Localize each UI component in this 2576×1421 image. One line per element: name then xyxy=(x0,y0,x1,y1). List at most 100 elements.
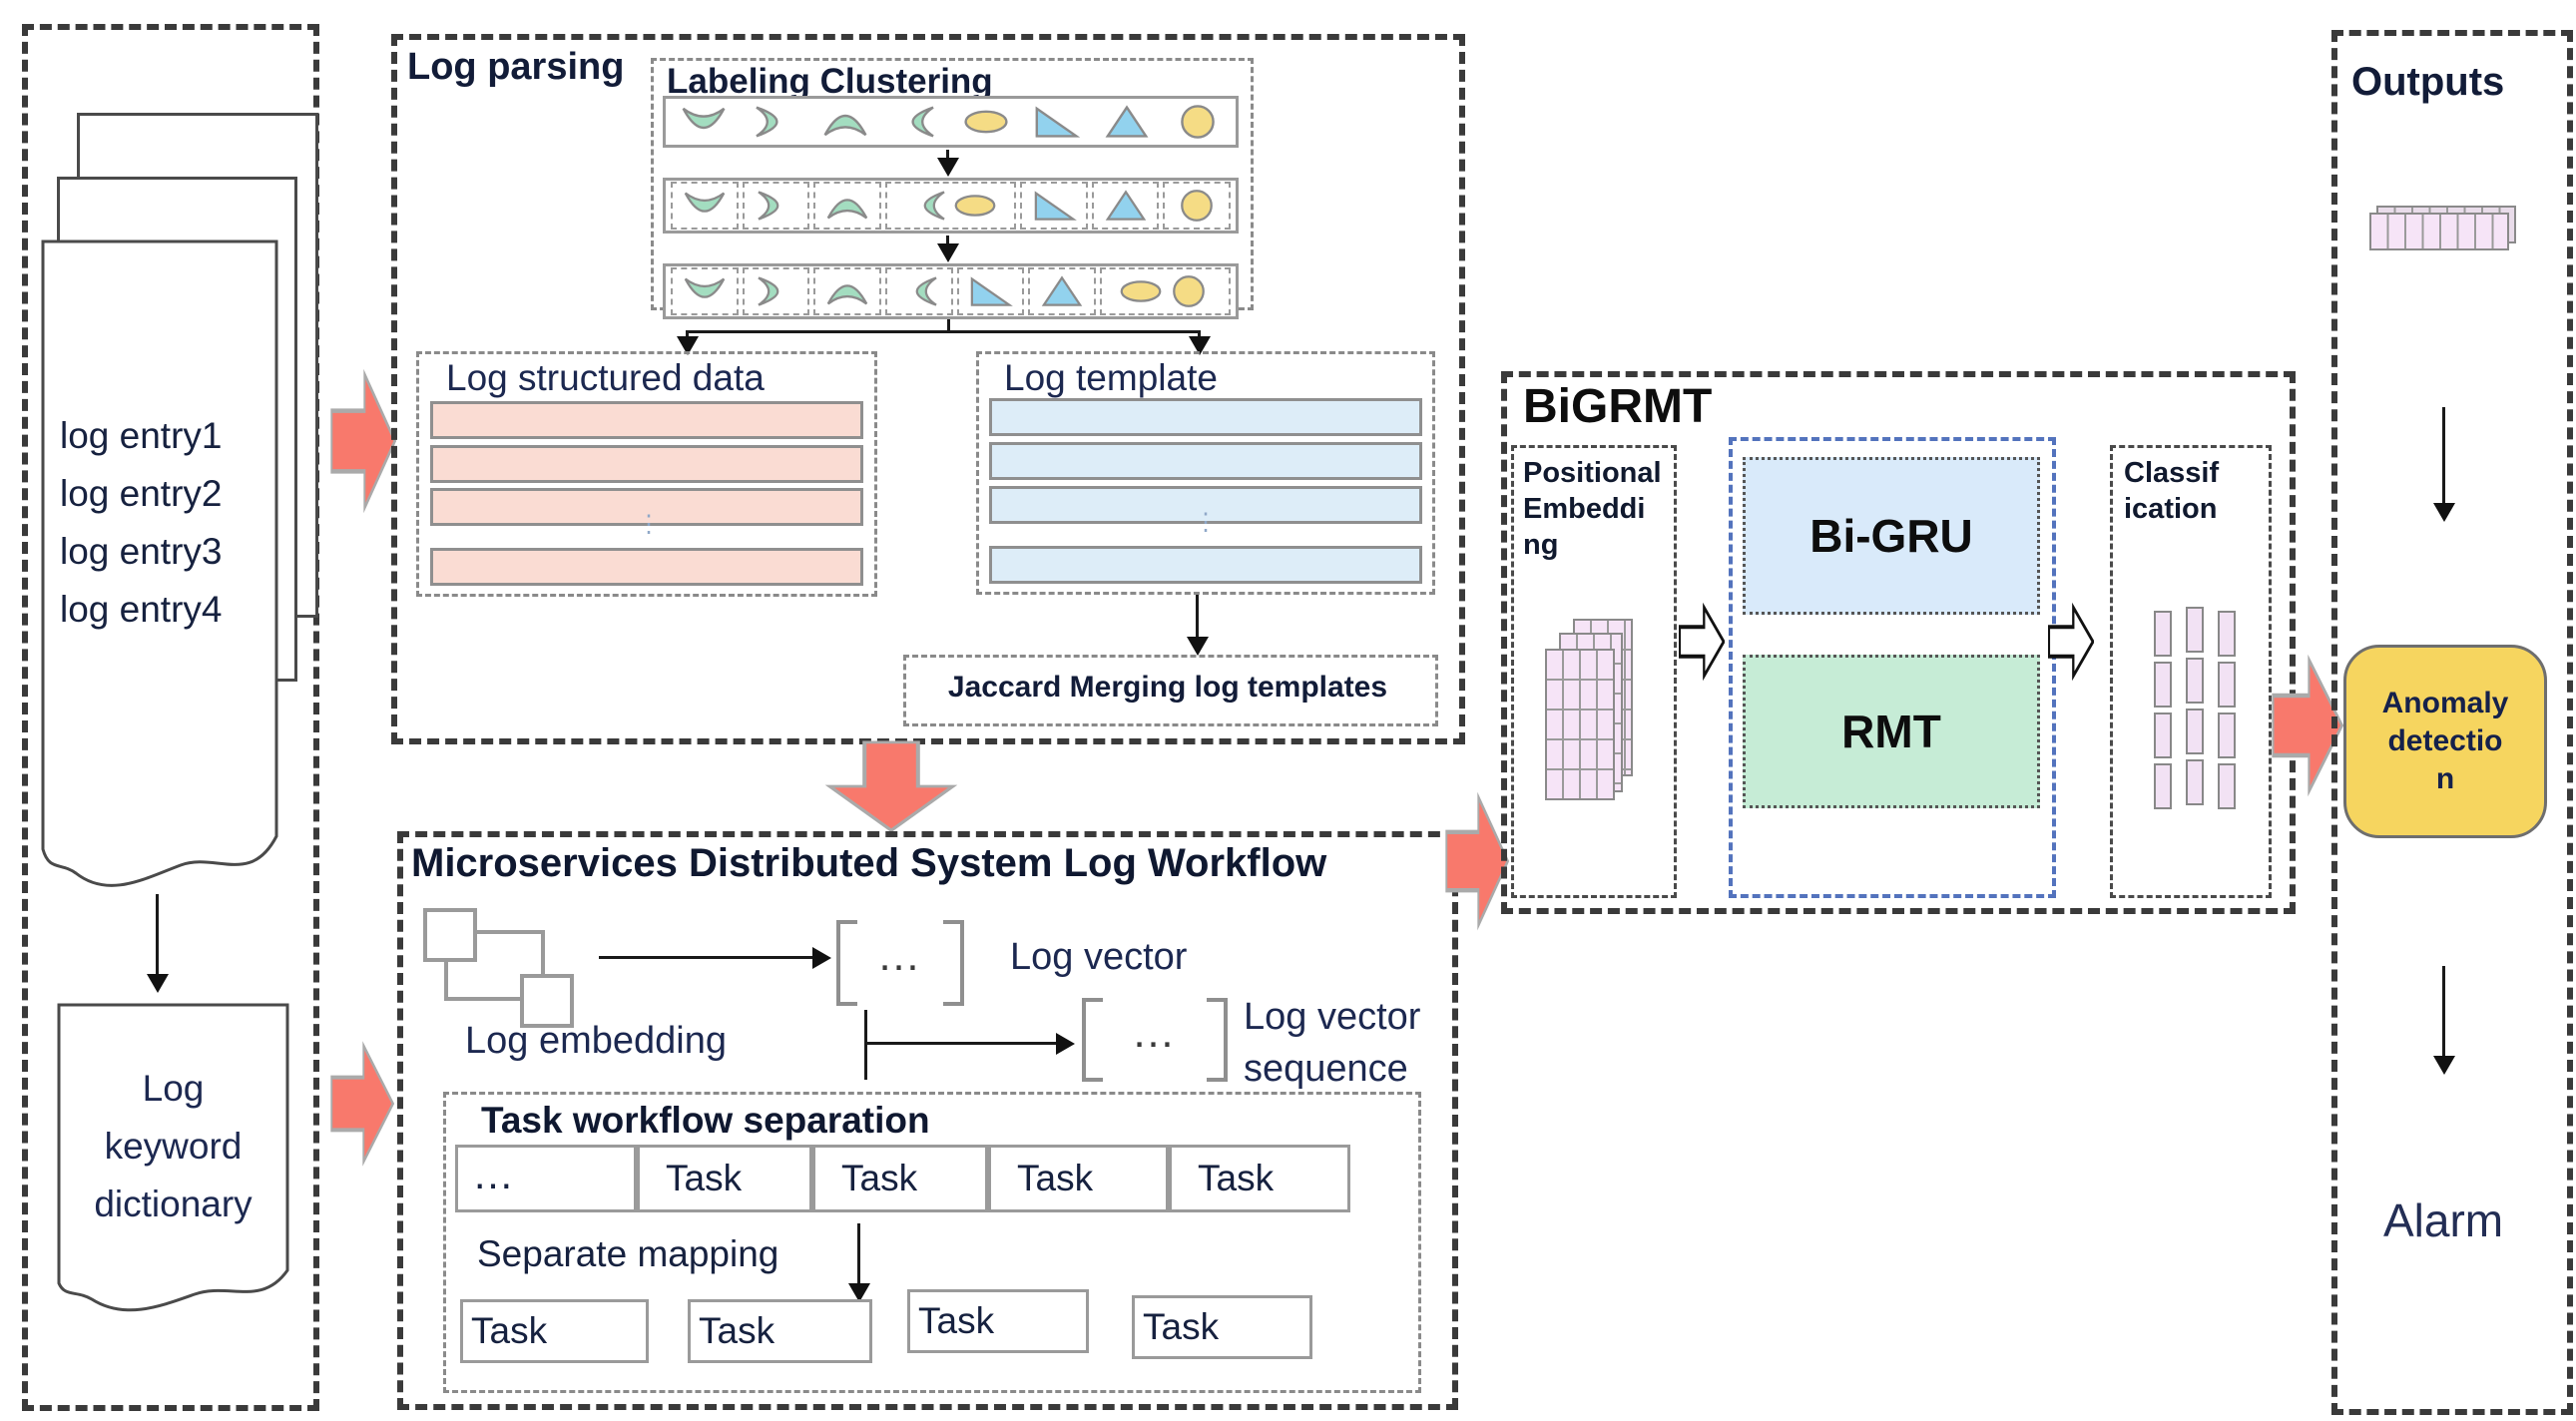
labeling-row-2 xyxy=(663,178,1239,234)
separated-task-box: Task xyxy=(1132,1295,1312,1359)
labeling-cell xyxy=(1163,182,1231,230)
task-cell: Task xyxy=(637,1145,812,1212)
crescent-open-up-icon xyxy=(682,189,728,223)
log-parsing-title: Log parsing xyxy=(407,46,625,88)
split-left-arrowhead-icon xyxy=(677,336,699,355)
classification-label: Classif ication xyxy=(2124,455,2219,527)
circle-icon xyxy=(1166,274,1212,308)
positional-line: Positional xyxy=(1523,457,1662,489)
positional-embedding-box xyxy=(1511,445,1677,898)
outputs-title: Outputs xyxy=(2351,60,2505,104)
output-vector-icon xyxy=(2369,213,2509,250)
triangle-icon xyxy=(1103,189,1149,223)
ellipse-icon xyxy=(961,104,1011,140)
template-row-bar xyxy=(989,398,1422,436)
labeling-arrowhead-icon xyxy=(937,243,959,262)
output-to-anomaly-line xyxy=(2442,407,2445,505)
ellipse-icon xyxy=(1118,274,1164,308)
log-parsing-panel xyxy=(391,34,1465,744)
labeling-arrowhead-icon xyxy=(937,158,959,177)
anomaly-line: detectio xyxy=(2387,724,2503,757)
separate-mapping-arrowhead-icon xyxy=(848,1283,870,1302)
log-keyword-dictionary-label: Log keyword dictionary xyxy=(57,1060,289,1233)
split-connector-stem xyxy=(947,319,950,333)
log-entry: log entry3 xyxy=(60,531,223,572)
structured-ellipsis: ⋮ xyxy=(637,511,661,538)
crescent-open-up-icon xyxy=(682,274,728,308)
log-vector-sequence-line2: sequence xyxy=(1244,1048,1408,1090)
red-arrow-logs-to-parsing-icon xyxy=(330,365,396,517)
split-connector-bar xyxy=(686,330,1200,333)
labeling-cell xyxy=(1099,267,1231,315)
template-ellipsis: ⋮ xyxy=(1194,509,1218,536)
template-row-bar xyxy=(989,442,1422,480)
classification-vector-icon xyxy=(2154,611,2172,809)
labeling-cell xyxy=(809,104,880,140)
labeling-cell xyxy=(884,267,953,315)
pages-to-dictionary-arrowhead-icon xyxy=(147,974,169,993)
workflow-title: Microservices Distributed System Log Wor… xyxy=(411,841,1327,885)
labeling-arrow-line xyxy=(946,150,949,160)
labeling-cell xyxy=(1092,104,1163,140)
circle-icon xyxy=(1173,104,1223,140)
bigrmt-panel xyxy=(1501,371,2296,914)
structured-row-bar xyxy=(430,445,863,483)
template-row-bar xyxy=(989,486,1422,524)
bracket-dots: … xyxy=(1131,1008,1179,1057)
alarm-label: Alarm xyxy=(2383,1194,2504,1246)
labeling-cell xyxy=(1021,104,1092,140)
structured-row-bar xyxy=(430,488,863,526)
right-triangle-icon xyxy=(967,274,1014,308)
rmt-box: RMT xyxy=(1743,655,2040,808)
squares-connector xyxy=(468,930,545,934)
positional-embedding-label: Positional Embeddi ng xyxy=(1523,455,1662,563)
crescent-open-down-icon xyxy=(824,274,870,308)
model-container-box xyxy=(1729,437,2056,898)
circle-icon xyxy=(1174,189,1220,223)
bigru-label: Bi-GRU xyxy=(1809,510,1973,562)
crescent-open-left-icon xyxy=(753,274,798,308)
labeling-cell xyxy=(1028,267,1096,315)
crescent-open-up-icon xyxy=(679,104,729,140)
labeling-cell xyxy=(742,182,810,230)
log-entries: log entry1 log entry2 log entry3 log ent… xyxy=(60,407,223,639)
embedding-tensor-icon xyxy=(1545,649,1615,800)
red-arrow-bigrmt-to-anomaly-icon xyxy=(2272,651,2343,800)
red-arrow-parsing-to-workflow-icon xyxy=(824,740,958,832)
classification-vector-icon xyxy=(2218,611,2236,809)
positional-line: ng xyxy=(1523,529,1559,561)
labeling-cell xyxy=(1020,182,1088,230)
classification-box xyxy=(2110,445,2272,898)
log-keyword-dictionary-doc xyxy=(57,1003,289,1312)
workflow-panel xyxy=(397,831,1458,1410)
labeling-arrow-line xyxy=(946,236,949,245)
task-workflow-separation-title: Task workflow separation xyxy=(481,1100,930,1141)
labeling-cell xyxy=(951,104,1022,140)
dictionary-line: keyword xyxy=(104,1126,243,1167)
template-row-bar xyxy=(989,546,1422,584)
anomaly-to-alarm-arrowhead-icon xyxy=(2433,1056,2455,1075)
task-cell-dots: … xyxy=(455,1145,637,1212)
labeling-cell xyxy=(1162,104,1233,140)
log-vector-bracket: … xyxy=(836,920,964,1006)
bracket-dots: … xyxy=(876,931,924,980)
task-cell: Task xyxy=(988,1145,1169,1212)
log-entry: log entry1 xyxy=(60,415,223,456)
separated-task-box: Task xyxy=(460,1299,649,1363)
sequence-arrowhead-icon xyxy=(1056,1033,1075,1055)
labeling-cell xyxy=(1091,182,1160,230)
red-arrow-workflow-to-bigrmt-icon xyxy=(1445,788,1509,934)
structured-row-bar xyxy=(430,401,863,439)
anomaly-line: Anomaly xyxy=(2381,687,2509,719)
squares-connector xyxy=(444,955,448,1001)
task-sequence-row: … Task Task Task Task xyxy=(455,1145,1350,1212)
labeling-row-3 xyxy=(663,263,1239,319)
log-template-box xyxy=(976,351,1435,595)
classification-line: ication xyxy=(2124,493,2218,525)
log-vector-sequence-bracket: … xyxy=(1082,998,1228,1082)
jaccard-merging-box xyxy=(903,655,1438,726)
right-triangle-icon xyxy=(1031,189,1077,223)
task-cell: Task xyxy=(1169,1145,1350,1212)
triangle-icon xyxy=(1102,104,1152,140)
squares-connector xyxy=(541,930,545,978)
